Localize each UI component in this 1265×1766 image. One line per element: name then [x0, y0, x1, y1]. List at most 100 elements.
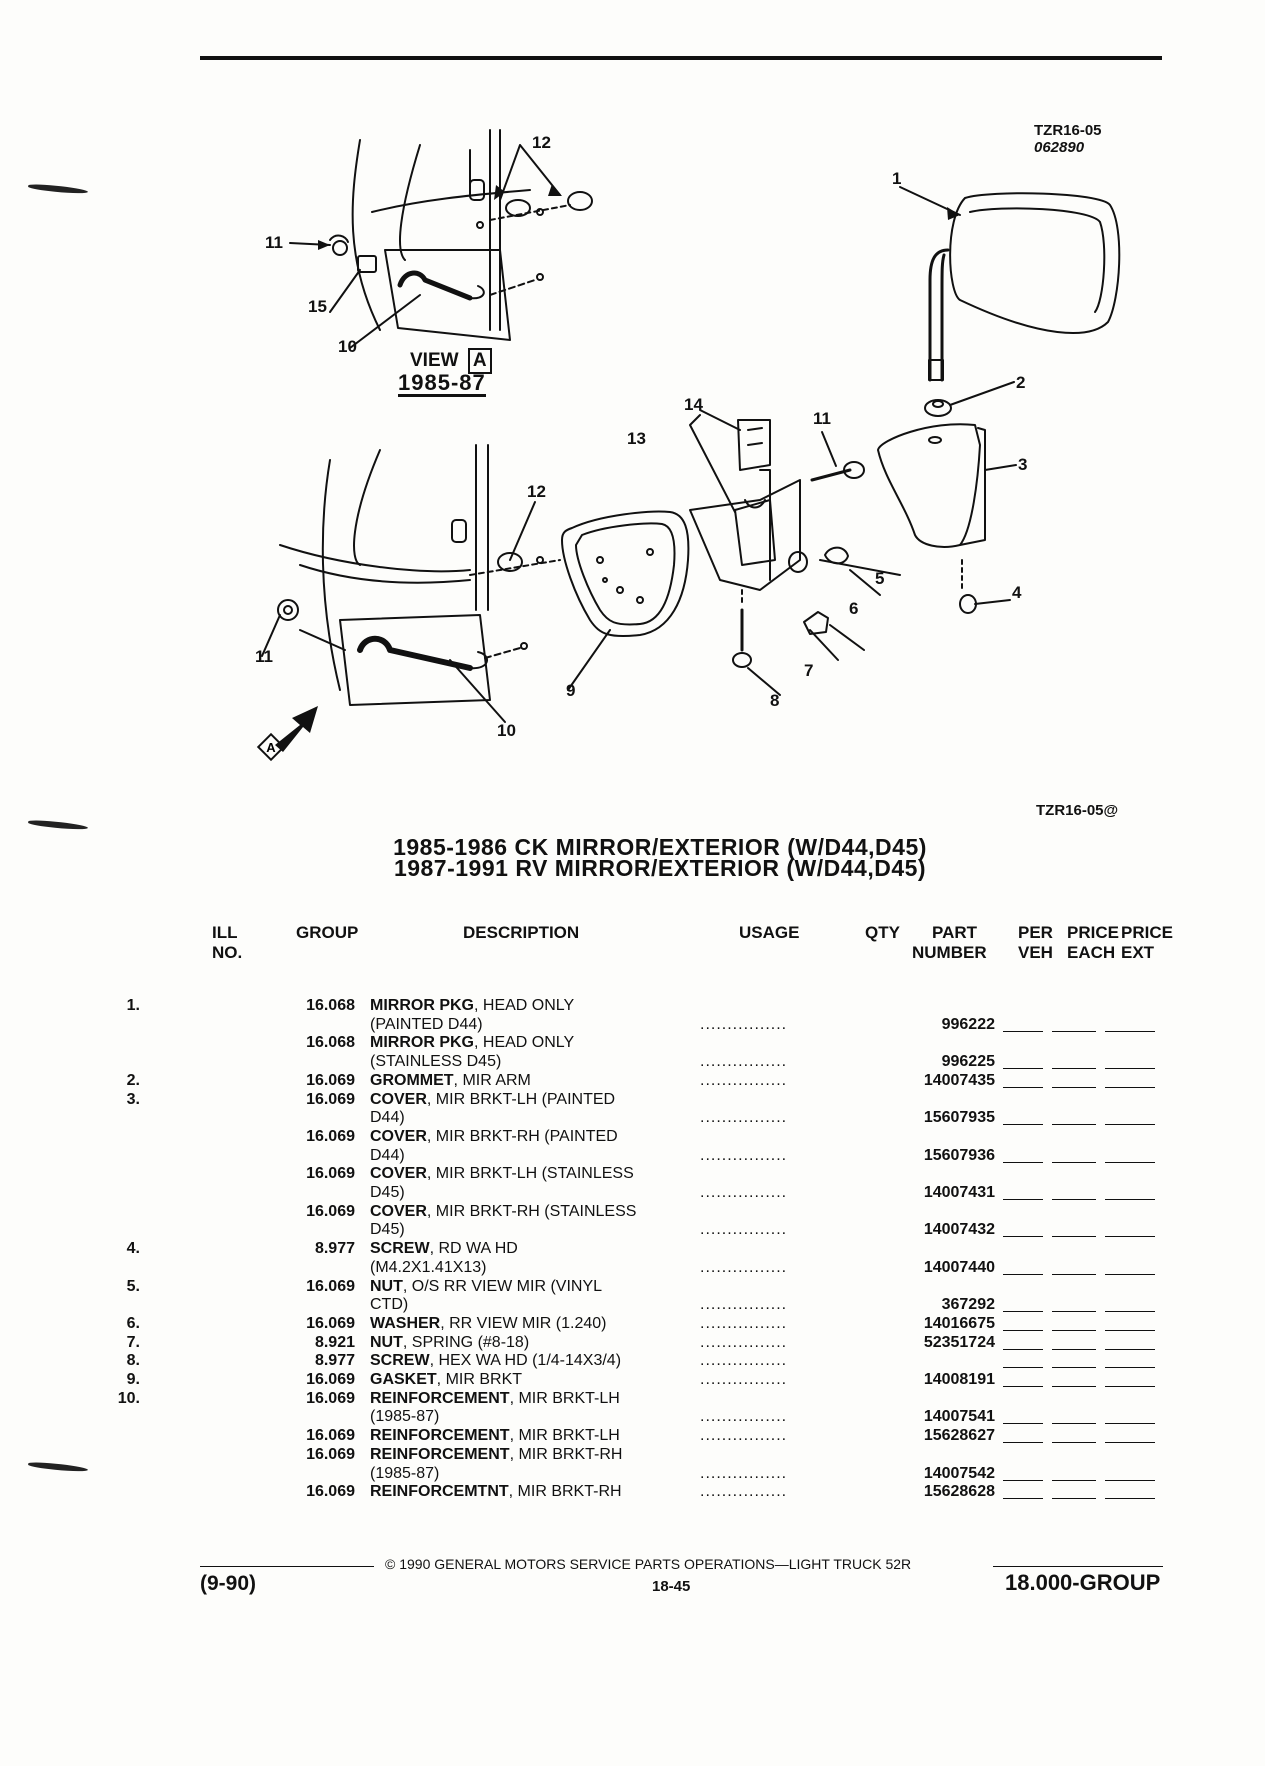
section-title: 1985-1986 CK MIRROR/EXTERIOR (W/D44,D45)… [300, 834, 1020, 881]
row-group: 16.069 [306, 1090, 355, 1108]
price-each-blank [1052, 1086, 1096, 1088]
view-label: VIEW A [410, 348, 492, 374]
view-years: 1985-87 [398, 370, 486, 397]
price-each-blank [1052, 1329, 1096, 1331]
price-ext-blank [1105, 1199, 1155, 1200]
row-description: MIRROR PKG, HEAD ONLY [370, 1033, 574, 1052]
price-ext-blank [1105, 1311, 1155, 1313]
price-ext-blank [1105, 1423, 1155, 1425]
row-description: COVER, MIR BRKT-LH (STAINLESS [370, 1164, 634, 1183]
row-description-cont: D45) [370, 1221, 405, 1239]
row-part-name: REINFORCEMENT [370, 1389, 510, 1407]
row-group: 16.069 [306, 1427, 355, 1445]
row-description: GASKET, MIR BRKT [370, 1370, 522, 1389]
per-veh-blank [1003, 1386, 1043, 1387]
row-part-name: REINFORCEMENT [370, 1427, 510, 1445]
row-part-name: REINFORCEMENT [370, 1445, 510, 1463]
row-ill-no: 8. [126, 1352, 140, 1370]
callout-2: 2 [1016, 373, 1025, 392]
col-usage: USAGE [739, 923, 800, 942]
price-each-blank [1052, 1124, 1096, 1126]
row-group: 16.069 [306, 1371, 355, 1388]
row-part-detail: , SPRING (#8-18) [402, 1333, 530, 1351]
row-description-cont: (STAINLESS D45) [370, 1053, 502, 1071]
price-ext-blank [1105, 1442, 1155, 1444]
row-group: 8.977 [314, 1352, 355, 1370]
title-line-2: 1987-1991 RV MIRROR/EXTERIOR (W/D44,D45) [393, 855, 927, 881]
row-description: WASHER, RR VIEW MIR (1.240) [370, 1314, 606, 1333]
price-each-blank [1052, 1442, 1096, 1444]
row-part-name: NUT [370, 1333, 403, 1351]
view-letter-box: A [467, 348, 492, 374]
row-part-name: REINFORCEMTNT [370, 1483, 509, 1501]
row-usage: ................ [700, 1371, 788, 1388]
row-usage: ................ [700, 1464, 788, 1482]
row-usage: ................ [700, 1333, 788, 1351]
callout-11-left: 11 [255, 647, 273, 666]
per-veh-blank [1003, 1199, 1043, 1200]
price-each-blank [1052, 1199, 1096, 1200]
row-part-number: 15628627 [923, 1427, 995, 1445]
row-part-number: 14007435 [923, 1071, 995, 1089]
row-group: 16.069 [306, 1314, 355, 1332]
row-usage: ................ [700, 1015, 788, 1033]
row-part-detail: , RD WA HD [429, 1240, 518, 1258]
row-ill-no: 10. [117, 1389, 140, 1407]
price-each-blank [1052, 1236, 1096, 1238]
row-group: 8.977 [314, 1240, 355, 1258]
price-ext-blank [1105, 1329, 1155, 1331]
row-part-number: 367292 [941, 1296, 995, 1314]
row-part-name: COVER [370, 1127, 427, 1145]
per-veh-blank [1003, 1423, 1043, 1425]
row-part-detail: , HEAD ONLY [474, 997, 575, 1014]
price-each-blank [1052, 1311, 1096, 1313]
per-veh-blank [1003, 1161, 1043, 1163]
callout-10-view: 10 [338, 337, 357, 356]
row-part-number: 14007542 [923, 1464, 995, 1482]
footer-rule-right [993, 1566, 1163, 1567]
per-veh-blank [1003, 1329, 1043, 1331]
col-number: NUMBER [912, 943, 987, 962]
row-description-cont: (PAINTED D44) [370, 1015, 483, 1033]
row-description-cont: D44) [370, 1146, 405, 1164]
punch-mark [27, 1460, 89, 1474]
row-part-name: SCREW [370, 1240, 430, 1258]
row-ill-no: 9. [126, 1371, 140, 1388]
price-each-blank [1052, 1498, 1096, 1500]
row-part-name: COVER [370, 1202, 427, 1220]
row-part-detail: , MIR BRKT-RH (STAINLESS [426, 1202, 637, 1220]
price-ext-blank [1105, 1273, 1155, 1275]
callout-12: 12 [527, 482, 546, 501]
row-description: COVER, MIR BRKT-RH (PAINTED [370, 1127, 618, 1146]
price-each-blank [1052, 1367, 1096, 1369]
row-usage: ................ [700, 1053, 788, 1071]
row-part-number: 996222 [941, 1015, 995, 1033]
row-part-detail: , HEAD ONLY [474, 1034, 575, 1052]
row-description-cont: (M4.2X1.41X13) [370, 1258, 487, 1276]
row-group: 16.069 [306, 1389, 355, 1407]
row-group: 16.069 [306, 1445, 355, 1463]
row-description: REINFORCEMENT, MIR BRKT-LH [370, 1389, 620, 1408]
row-part-name: NUT [370, 1277, 403, 1295]
callout-numbers: 12 11 15 10 1 2 3 4 5 6 7 8 9 10 11 11 1… [255, 133, 1027, 740]
footer-group: 18.000-GROUP [1005, 1570, 1161, 1595]
row-part-name: SCREW [370, 1352, 430, 1370]
row-part-detail: , MIR BRKT-LH [509, 1427, 620, 1445]
price-ext-blank [1105, 1161, 1155, 1163]
callout-11-right: 11 [813, 409, 831, 428]
row-description: COVER, MIR BRKT-RH (STAINLESS [370, 1202, 636, 1221]
row-part-number: 15628628 [923, 1483, 995, 1501]
row-usage: ................ [700, 1109, 788, 1127]
figure-date: 062890 [1034, 139, 1085, 156]
per-veh-blank [1003, 1479, 1043, 1481]
price-each-blank [1052, 1273, 1096, 1275]
row-part-number: 52351724 [923, 1333, 995, 1351]
row-group: 16.069 [306, 1202, 355, 1220]
row-part-detail: , O/S RR VIEW MIR (VINYL [402, 1277, 603, 1295]
title-line-1: 1985-1986 CK MIRROR/EXTERIOR (W/D44,D45) [393, 834, 927, 860]
row-ill-no: 5. [126, 1277, 140, 1295]
row-description-cont: (1985-87) [370, 1464, 440, 1482]
row-part-number: 14008191 [923, 1371, 995, 1388]
row-part-number: 15607935 [923, 1109, 995, 1127]
per-veh-blank [1003, 1367, 1043, 1369]
